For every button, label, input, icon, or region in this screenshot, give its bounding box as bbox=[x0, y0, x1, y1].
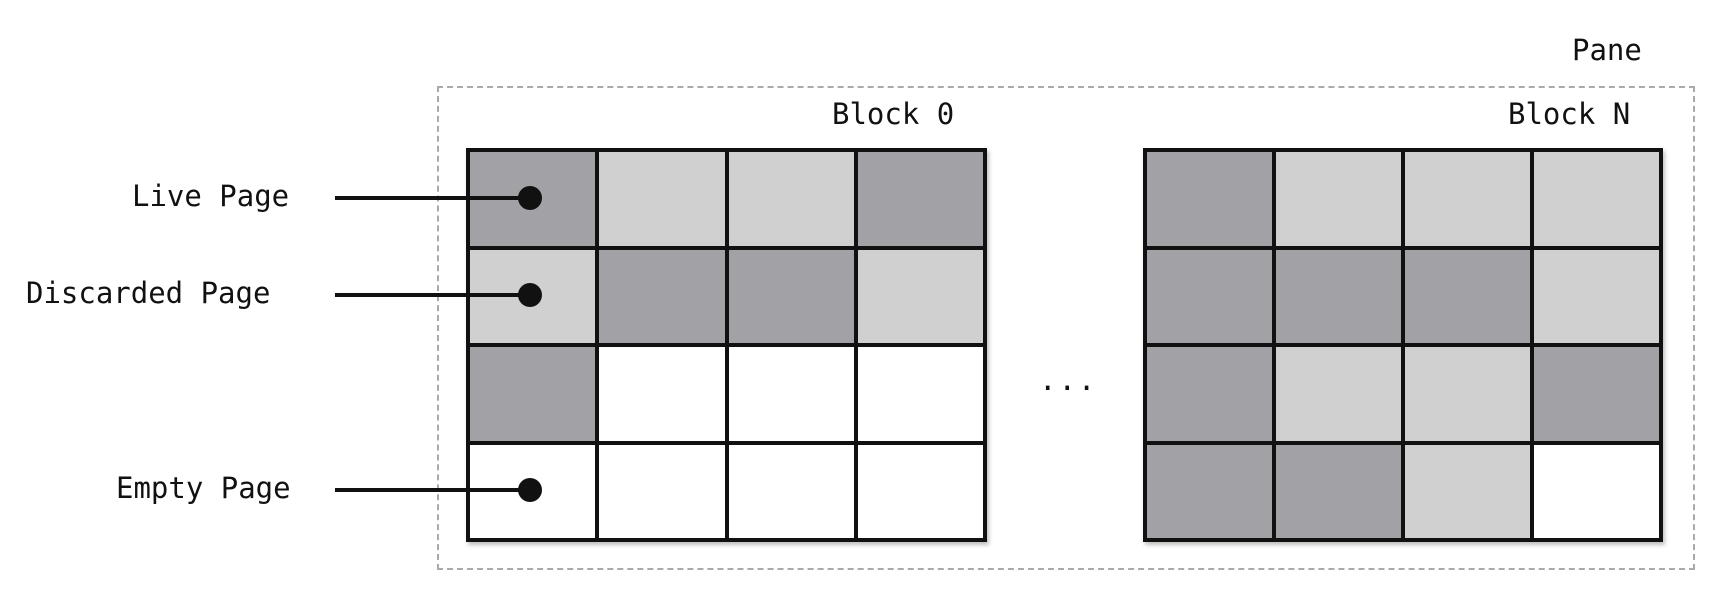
empty-page-cell bbox=[599, 444, 725, 538]
live-page-cell bbox=[470, 347, 596, 441]
legend-discarded-page-label: Discarded Page bbox=[26, 276, 271, 310]
live-page-cell bbox=[1147, 249, 1272, 343]
discarded-page-cell bbox=[1405, 152, 1530, 246]
legend-empty-page-label: Empty Page bbox=[116, 471, 291, 505]
discarded-page-cell bbox=[1276, 152, 1401, 246]
empty-page-cell bbox=[728, 347, 854, 441]
block-0-label: Block 0 bbox=[832, 97, 955, 131]
discarded-page-cell bbox=[728, 152, 854, 246]
legend-live-page-dot bbox=[518, 186, 542, 210]
live-page-cell bbox=[599, 249, 725, 343]
discarded-page-cell bbox=[599, 152, 725, 246]
pane-boundary bbox=[437, 86, 1695, 570]
live-page-cell bbox=[1534, 347, 1659, 441]
live-page-cell bbox=[1147, 152, 1272, 246]
empty-page-cell bbox=[1534, 444, 1659, 538]
block-n-grid bbox=[1143, 148, 1663, 542]
discarded-page-cell bbox=[1534, 152, 1659, 246]
live-page-cell bbox=[1276, 249, 1401, 343]
empty-page-cell bbox=[857, 444, 983, 538]
live-page-cell bbox=[857, 152, 983, 246]
block-n-label: Block N bbox=[1508, 97, 1631, 131]
discarded-page-cell bbox=[857, 249, 983, 343]
discarded-page-cell bbox=[1405, 444, 1530, 538]
block-0-grid bbox=[466, 148, 987, 542]
live-page-cell bbox=[1147, 444, 1272, 538]
empty-page-cell bbox=[857, 347, 983, 441]
live-page-cell bbox=[1405, 249, 1530, 343]
empty-page-cell bbox=[728, 444, 854, 538]
discarded-page-cell bbox=[1405, 347, 1530, 441]
legend-live-page-label: Live Page bbox=[132, 179, 290, 213]
discarded-page-cell bbox=[1276, 347, 1401, 441]
discarded-page-cell bbox=[1534, 249, 1659, 343]
ellipsis: ... bbox=[1039, 363, 1098, 397]
legend-discarded-page-dot bbox=[518, 283, 542, 307]
live-page-cell bbox=[1276, 444, 1401, 538]
legend-empty-page-leader bbox=[335, 488, 531, 492]
live-page-cell bbox=[728, 249, 854, 343]
live-page-cell bbox=[1147, 347, 1272, 441]
legend-discarded-page-leader bbox=[335, 293, 531, 297]
pane-label: Pane bbox=[1572, 33, 1642, 67]
legend-empty-page-dot bbox=[518, 478, 542, 502]
legend-live-page-leader bbox=[335, 196, 531, 200]
empty-page-cell bbox=[599, 347, 725, 441]
